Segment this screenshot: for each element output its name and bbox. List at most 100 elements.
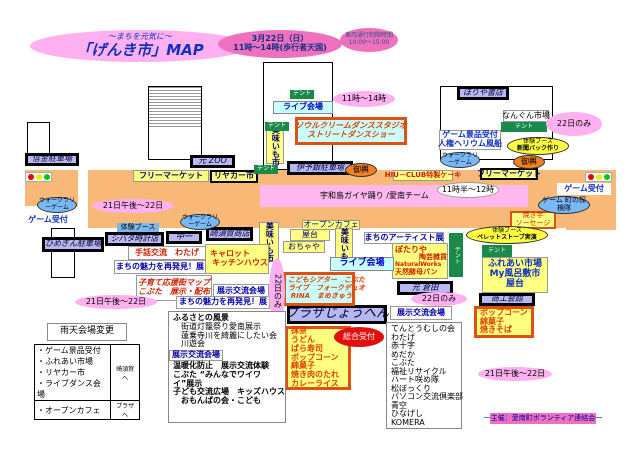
tent: テント (254, 165, 278, 174)
list-item: 青空 (391, 400, 407, 410)
food-item: 焼き肉のたれ (291, 370, 339, 380)
sign-language: 手話交流 わたげ (128, 246, 206, 260)
note-cloud: 11時半～12時 (437, 182, 499, 198)
nangun-market: なんぐん市場 (502, 110, 550, 122)
list-item: めだか (391, 349, 415, 359)
tent: テント (501, 122, 547, 132)
carrot-label: キャロット (210, 249, 250, 259)
yakisoba: 焼きそば (480, 325, 512, 335)
kitchen-label: キッチンハウス (212, 258, 268, 267)
sausage: ソーセージ (515, 219, 551, 227)
list-item: こぶた “みんなでワイワイ”展示 (173, 369, 262, 388)
booth-label: 体験ブース (492, 227, 522, 235)
hiu-club-cake: HIU－CLUB特製ケーキ (385, 170, 461, 181)
fureai-market: ふれあい市場 My風呂敷市 屋台 (482, 257, 548, 293)
list-item: KOMERA (391, 417, 425, 427)
general-reception: 総合受付 (334, 327, 384, 347)
rain-dest: プラザへ (110, 400, 140, 420)
rina-mamekyu: RINA まめきゅう (290, 291, 352, 300)
dance-show: ソウルクリームダンススタジオ ストリートダンスショー (295, 117, 407, 145)
town-explorer-game: ゲーム 町の探検隊 (538, 196, 590, 214)
cotton-candy: 綿菓子 (480, 316, 504, 326)
mikoshi-left: 御輿 (345, 163, 377, 177)
rain-dest: 崎須賀へ (110, 344, 140, 401)
list-item: 子ども交流広場 キッズハウス (173, 387, 285, 397)
note-cloud: 21日午後～22日 (92, 199, 174, 213)
footer-organizer: 一主催：愛南町ボランティア連絡会一 (484, 413, 602, 424)
list-item: 川遊会 (173, 339, 205, 349)
mikoshi-right: 御輿 (513, 155, 545, 169)
food-item: カレーライス (291, 379, 339, 388)
ochaya: おちゃや (283, 241, 325, 253)
food-item: ポップコーン (291, 352, 339, 362)
list-item: ふるさとの風景 (173, 313, 229, 322)
newspaper-bag-booth: 体験ブース 新聞バック作り (507, 137, 569, 155)
booth-label-left: 体験ブース (117, 223, 159, 232)
rain-item: ・ゲーム景品受付 (37, 346, 101, 355)
live-stage-top: ライブ会場 (273, 101, 333, 114)
list-item: わたげ (391, 332, 415, 342)
exhibit-hall-3: 展示交流会場 (169, 350, 223, 361)
list-item: 街道灯籠祭り愛南展示 (173, 321, 261, 331)
food-item: ばら寿司 (291, 343, 323, 353)
building-plaza: プラザじょうへん (285, 305, 389, 324)
tent: テント (482, 245, 512, 257)
walk-rally-right: ウォークラリーゲーム (440, 152, 480, 168)
exhibit-hall-2: 展示交流会場 (390, 306, 452, 320)
building-shoko: 商工会館 (479, 293, 535, 306)
food-item: 綿菓子 (291, 361, 315, 371)
food-item: 抹茶 (291, 326, 307, 336)
street-dance: ストリートダンスショー (307, 130, 395, 139)
flea-market-right: フリーマーケット (477, 168, 541, 180)
rain-items: ・ゲーム景品受付・ふれあい市場・リヤカー市・ライブダンス会場 (33, 344, 112, 401)
building-shibata: シバタ時計店 (105, 232, 164, 246)
tent: テント (449, 233, 463, 277)
furoshiki-label: My風呂敷市 (489, 269, 541, 280)
title-banner: ～まちを元気に～ 「げんき市」MAP (30, 30, 250, 62)
table-row: ・ゲーム景品受付・ふれあい市場・リヤカー市・ライブダンス会場崎須賀へ (33, 344, 140, 401)
pellet-stove: ペレットストーブ実演 (477, 234, 537, 241)
subtitle: ～まちを元気に～ (108, 32, 172, 42)
botariya: ぼたりや (395, 244, 427, 254)
tent: テント (290, 90, 314, 99)
note-cloud: 21日午後～22日 (478, 367, 552, 381)
game-prize-desk: ゲーム景品受付 人権ヘリウム風船 (438, 130, 502, 150)
yakiimo: 焼き芋 (522, 211, 544, 220)
rain-venue-table: ・ゲーム景品受付・ふれあい市場・リヤカー市・ライブダンス会場崎須賀へ ・オープン… (33, 344, 140, 420)
folk-duo: ライブ フォークデュオ (288, 284, 365, 293)
newspaper-bag: 新聞バック作り (516, 145, 559, 152)
list-item: 温暖化防止 展示交流体験 (173, 360, 269, 370)
restrict-hours: 10:00～15:00 (348, 39, 390, 46)
list-item: パソコン交流倶楽部 (391, 392, 463, 401)
building-iyogin: 伊予銀駐車場 (287, 161, 353, 175)
list-item: てんとうむしの会 (391, 324, 455, 333)
restrict-label: 車両通行制限時間 (344, 32, 393, 40)
note-cloud: 22日のみ (411, 292, 467, 306)
building-outline (51, 228, 75, 278)
list-item: こぶた (391, 358, 415, 367)
food-item: うどん (291, 335, 315, 345)
building-outline (148, 86, 202, 160)
list-item: おもんばの会・こども (173, 396, 261, 406)
booth-label: 体験ブース (523, 138, 553, 146)
note-cloud: 21日午後～22日 (75, 295, 157, 309)
restrict-cloud: 車両通行制限時間 10:00～15:00 (340, 28, 398, 52)
group-list-right: てんとうむしの会 わたげ 赤十字 めだか こぶた 福祉リサイクル ハート咲め隊 … (386, 322, 463, 429)
page-title: 「げんき市」MAP (76, 41, 204, 60)
walk-rally-left: ウォークラリーゲーム (37, 197, 77, 213)
umaimo-market-1: 美味いも市 (266, 126, 284, 166)
walk-rally-mid: ウォークラリーゲーム (180, 214, 220, 230)
gaiya-label: 宇和島ガイヤ踊り /愛南チーム (320, 190, 429, 200)
building-shinkin: 信金駐車場 (25, 153, 79, 166)
live-stage-mid: ライブ会場 (330, 257, 394, 271)
building-outline (27, 122, 50, 154)
building-himegin: ひめぎん駐車場 (42, 237, 104, 252)
pellet-stove-booth: 体験ブース ペレットストーブ実演 (466, 226, 548, 244)
soul-studio: ソウルクリームダンススタジオ (295, 121, 407, 131)
building-nakaichi: 中一 (166, 231, 202, 244)
tent: テント (265, 122, 289, 131)
kobuta-display: こぶた 展示・配布 (138, 287, 210, 296)
building-horiya: ほりや書店 (457, 86, 509, 100)
list-item: ハート咲め隊 (391, 375, 439, 384)
town-charm-exhibit-1: まちの魅力を再発見！展 (114, 260, 206, 274)
